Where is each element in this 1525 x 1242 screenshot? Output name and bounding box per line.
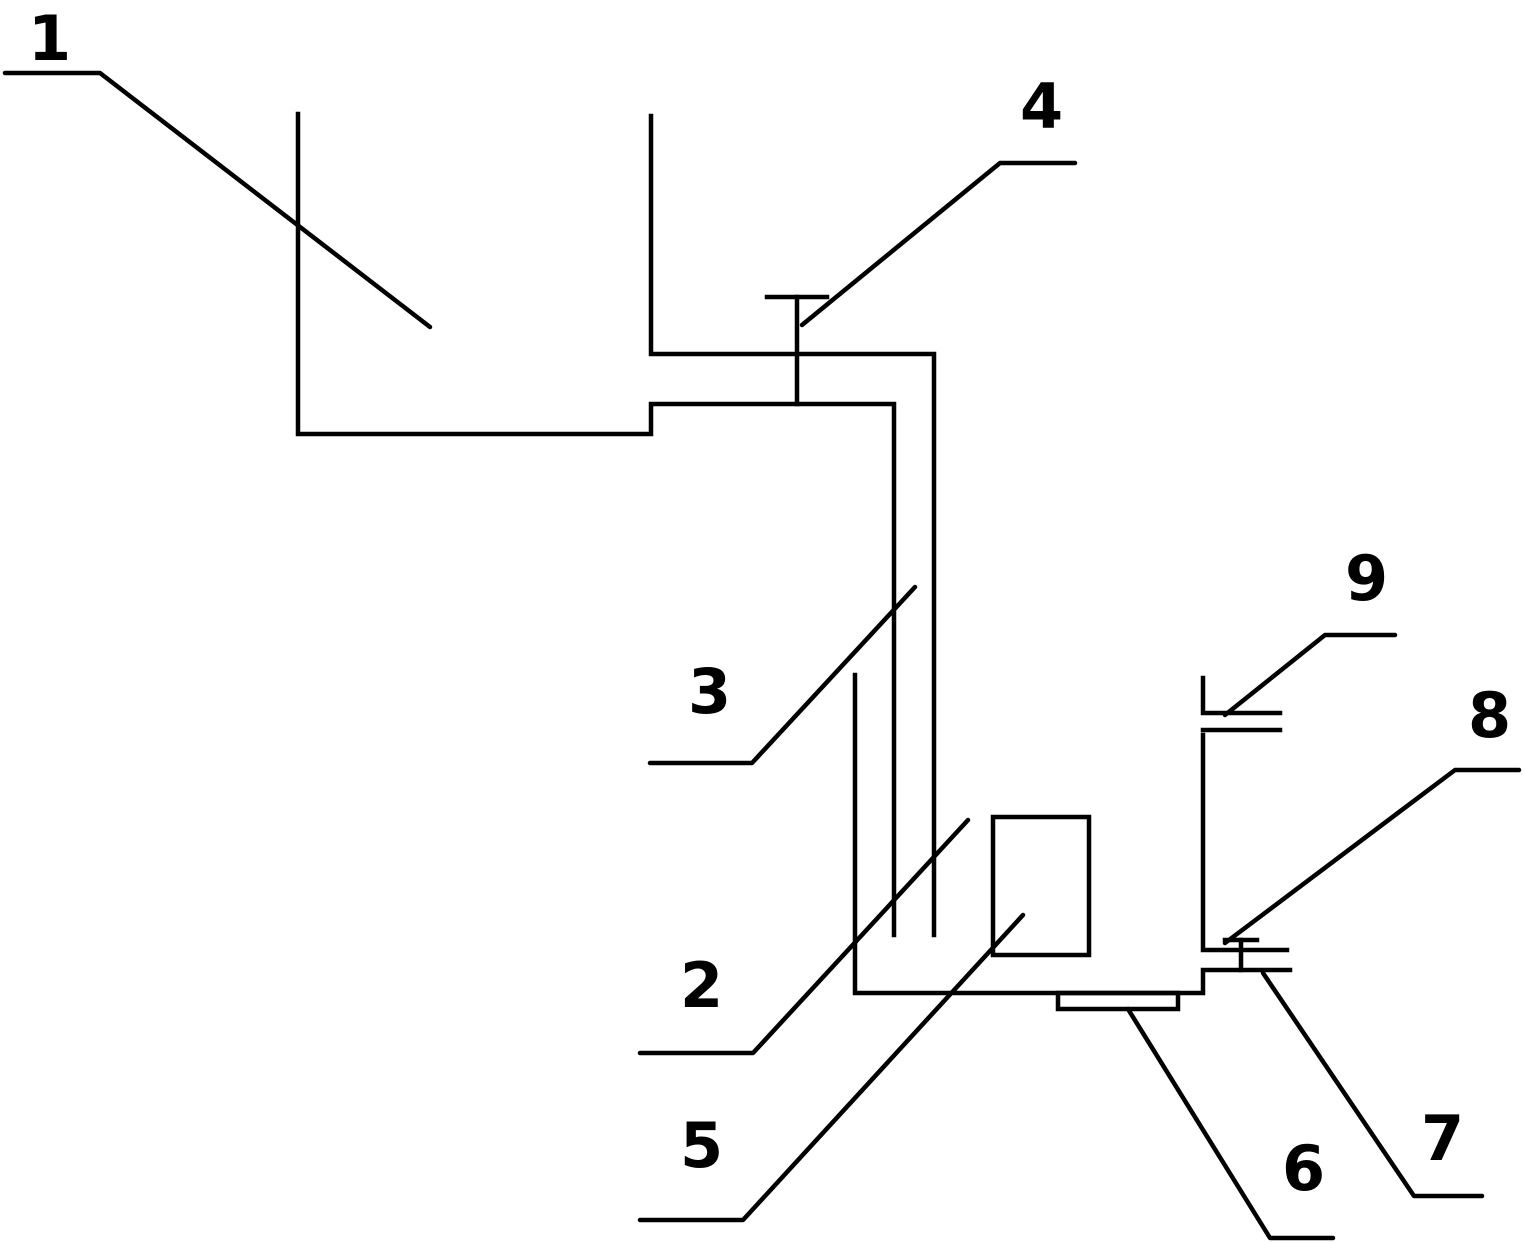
label-9: 9 [1345, 542, 1388, 615]
inner-block [990, 814, 1092, 958]
leader-4 [799, 160, 1078, 328]
leader-6 [1125, 1006, 1336, 1241]
bottom-element [1055, 990, 1181, 1012]
label-8: 8 [1468, 679, 1511, 752]
lower-vessel [852, 672, 1293, 996]
leader-lines [2, 70, 1522, 1241]
leader-5 [637, 912, 1026, 1223]
label-4: 4 [1020, 70, 1063, 143]
leader-2 [637, 817, 971, 1056]
label-7: 7 [1421, 1102, 1464, 1175]
leader-3 [647, 584, 918, 766]
label-3: 3 [688, 655, 731, 728]
outlet-valve [1222, 937, 1260, 973]
label-2: 2 [680, 949, 723, 1022]
leader-9 [1222, 632, 1398, 718]
label-5: 5 [680, 1109, 723, 1182]
leader-1 [2, 70, 433, 330]
valve [764, 294, 830, 407]
label-6: 6 [1282, 1132, 1325, 1205]
label-1: 1 [28, 2, 71, 75]
upper-tank [295, 111, 937, 938]
leader-8 [1222, 767, 1522, 946]
upper-outlet [1200, 675, 1283, 733]
leader-7 [1260, 970, 1485, 1199]
callout-labels: 1 4 3 9 8 2 5 7 6 [28, 2, 1511, 1205]
